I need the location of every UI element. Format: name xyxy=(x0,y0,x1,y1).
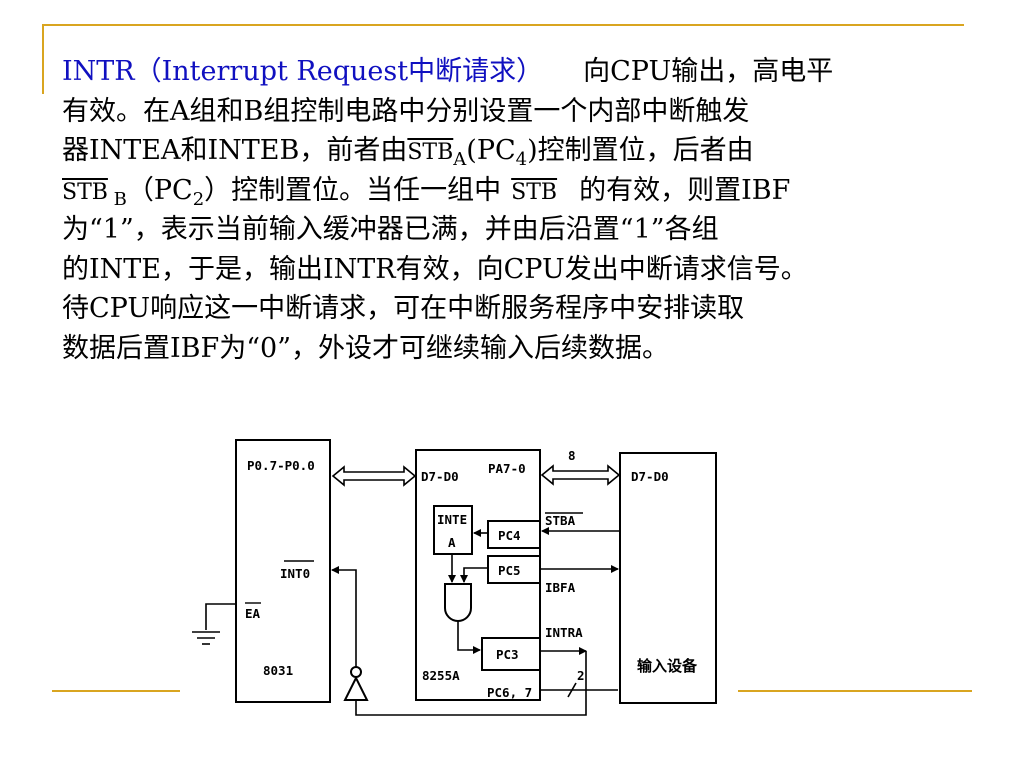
to-int0-line xyxy=(331,566,357,667)
pc4-label: PC4 xyxy=(498,528,521,543)
text-l3-a: 器INTEA和INTEB，前者由 xyxy=(62,135,408,166)
inte-label-1: INTE xyxy=(437,512,467,527)
text-l4-c: 的有效，则置IBF xyxy=(579,174,791,206)
pc3-box xyxy=(481,637,541,671)
pc67-label: PC6, 7 xyxy=(487,685,532,700)
ppi-name-label: 8255A xyxy=(422,668,460,683)
text-line-2: 有效。在A组和B组控制电路中分别设置一个内部中断触发 xyxy=(62,95,750,127)
description-paragraph: INTR（Interrupt Request中断请求） 向CPU输出，高电平 有效… xyxy=(62,52,972,368)
text-line-8: 数据后置IBF为“0”，外设才可继续输入后续数据。 xyxy=(62,332,670,364)
ea-ground-line xyxy=(205,603,236,630)
ppi-port-label: PA7-0 xyxy=(488,461,526,476)
cpu-8031-box xyxy=(235,439,331,703)
bottom-right-rule xyxy=(738,690,972,692)
left-rule xyxy=(42,24,44,94)
cpu-name-label: 8031 xyxy=(263,663,293,678)
gate-to-pc3 xyxy=(457,621,481,654)
ppi-data-label: D7-D0 xyxy=(421,469,459,484)
stb-b-sub: B xyxy=(107,188,127,210)
inte-label-2: A xyxy=(448,535,456,550)
text-line-3: 器INTEA和INTEB，前者由STBA(PC4)控制置位，后者由 xyxy=(62,131,972,171)
bus-width-label: 8 xyxy=(568,448,576,463)
text-l4-a: （PC xyxy=(126,174,193,206)
inverter-symbol xyxy=(343,675,369,701)
stb-signal: STB xyxy=(511,179,558,205)
pc3-label: PC3 xyxy=(496,647,519,662)
stb-a-sub: A xyxy=(453,149,467,170)
text-l3-b: (PC xyxy=(466,135,516,166)
text-line-5: 为“1”，表示当前输入缓冲器已满，并由后沿置“1”各组 xyxy=(62,214,719,245)
text-line-1: INTR（Interrupt Request中断请求） 向CPU输出，高电平 xyxy=(62,52,972,92)
pc5-to-gate xyxy=(460,567,488,583)
ctrl-width-label: 2 xyxy=(577,668,585,683)
stb-b-signal: STB xyxy=(62,179,108,205)
text-l3-c: )控制置位，后者由 xyxy=(527,135,754,166)
data-bus-ppi-device xyxy=(540,464,621,486)
interrupt-return-line xyxy=(355,651,587,716)
inverter-bubble xyxy=(350,666,362,678)
inte-a-box xyxy=(433,505,473,555)
text-line-6: 的INTE，于是，输出INTR有效，向CPU发出中断请求信号。 xyxy=(62,253,808,285)
input-device-box xyxy=(619,452,717,704)
data-bus-cpu-ppi xyxy=(331,465,417,487)
pc4-box xyxy=(487,520,541,549)
ppi-8255a-box xyxy=(415,449,541,701)
intra-label: INTRA xyxy=(545,625,583,640)
text-line-7: 待CPU响应这一中断请求，可在中断服务程序中安排读取 xyxy=(62,293,745,324)
bus-slash xyxy=(567,682,577,698)
text-l4-b: ）控制置位。当任一组中 xyxy=(204,174,502,206)
bottom-left-rule xyxy=(52,690,180,692)
cpu-bus-label: P0.7-P0.0 xyxy=(247,458,315,473)
text-l1-rest: 向CPU输出，高电平 xyxy=(583,56,834,87)
device-data-label: D7-D0 xyxy=(631,469,669,484)
pc5-label: PC5 xyxy=(498,563,521,578)
text-line-4: STB B（PC2）控制置位。当任一组中 STB 的有效，则置IBF xyxy=(62,171,972,211)
intr-title: INTR（Interrupt Request中断请求） xyxy=(62,56,544,87)
pc4-sub: 4 xyxy=(515,149,528,170)
ibfa-label: IBFA xyxy=(545,580,576,595)
device-name-label: 输入设备 xyxy=(637,657,698,675)
stba-label: STBA xyxy=(545,513,576,528)
and-gate-symbol xyxy=(444,583,472,622)
pc2-sub: 2 xyxy=(192,188,205,210)
int0-label: INT0 xyxy=(280,566,310,581)
ea-label: EA xyxy=(245,606,261,621)
top-rule xyxy=(42,24,964,26)
stb-a-signal: STB xyxy=(407,140,454,165)
